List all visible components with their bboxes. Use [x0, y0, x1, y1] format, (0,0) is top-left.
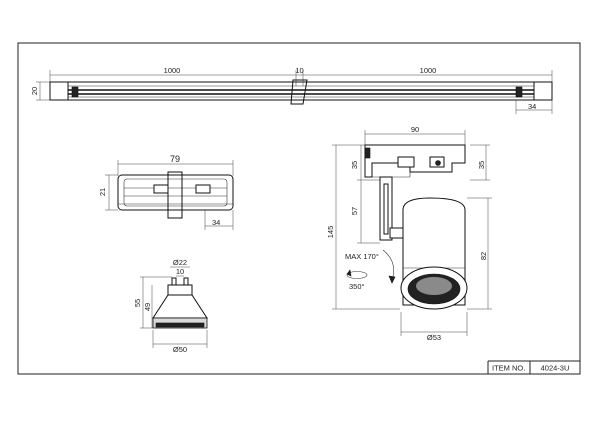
track-dim-center: 10 — [295, 66, 303, 75]
lamp-pin-left — [171, 277, 177, 286]
spot-dim-top-left: 35 — [350, 161, 359, 169]
spot-hinge — [389, 227, 405, 239]
track-body — [49, 81, 553, 101]
spot-dim-width: 90 — [411, 125, 419, 134]
spot-dim-head-dia: Ø53 — [427, 333, 441, 342]
track-connector — [290, 79, 308, 105]
track-view: 1000 10 1000 20 34 — [30, 66, 553, 114]
spot-rotate-label: 350° — [349, 282, 365, 291]
adapter-dim-height: 21 — [98, 188, 107, 196]
adapter-clip — [167, 171, 183, 219]
lamp-dim-bottom-dia: Ø50 — [173, 345, 187, 354]
adapter-view: 79 21 34 — [98, 154, 234, 230]
drawing-frame — [17, 42, 581, 375]
track-dim-left: 1000 — [164, 66, 181, 75]
spot-adapter — [364, 144, 466, 178]
lamp-pin-right — [183, 277, 189, 286]
tilt-arrow-icon — [388, 275, 396, 284]
lamp-neck — [167, 284, 193, 296]
track-end-cap-left — [49, 81, 69, 101]
lamp-body — [152, 294, 208, 319]
adapter-dim-length: 79 — [170, 154, 180, 164]
track-dim-right: 1000 — [420, 66, 437, 75]
lamp-view: Ø22 10 55 49 Ø50 — [133, 258, 208, 354]
lamp-dim-top-dia: Ø22 — [173, 258, 187, 267]
adapter-body — [117, 174, 234, 211]
title-block-label: ITEM NO. — [492, 364, 525, 373]
rotate-icon — [346, 271, 368, 279]
track-dim-small: 34 — [528, 102, 536, 111]
track-dim-height: 20 — [30, 87, 39, 95]
spot-dim-total: 145 — [326, 226, 335, 239]
track-end-cap-right — [533, 81, 553, 101]
lamp-dim-pin: 10 — [176, 267, 184, 276]
title-block-value: 4024-3U — [541, 364, 570, 373]
title-block: ITEM NO. 4024-3U — [487, 360, 580, 374]
tilt-arc — [382, 249, 394, 281]
spot-dim-head: 82 — [479, 252, 488, 260]
lamp-dim-height-total: 55 — [133, 299, 142, 307]
spot-dim-stem: 57 — [350, 207, 359, 215]
spot-dim-top-right: 35 — [477, 161, 486, 169]
lamp-dim-height-body: 49 — [143, 303, 152, 311]
adapter-dim-depth: 34 — [212, 218, 220, 227]
spotlight-view: 90 35 35 57 — [326, 125, 492, 342]
spot-tilt-label: MAX 170° — [345, 252, 379, 261]
